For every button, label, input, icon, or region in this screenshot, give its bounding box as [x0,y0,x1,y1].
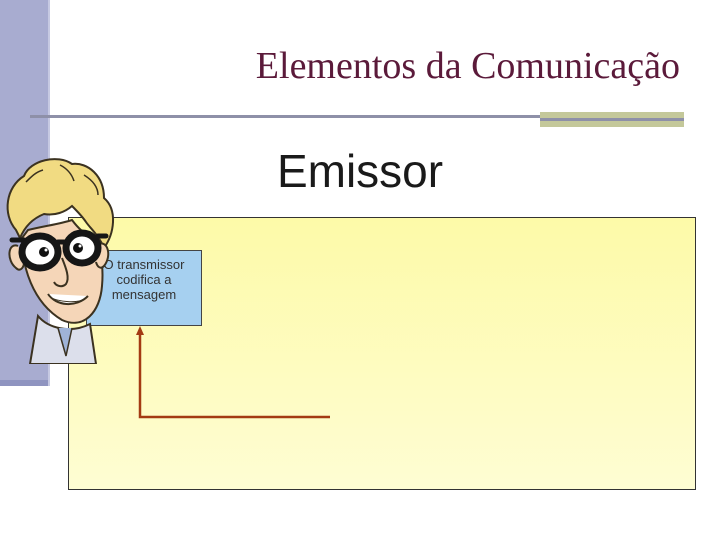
cartoon-man-icon [0,152,120,364]
title-rule-accent-line [540,118,684,121]
left-bar-shadow [0,380,48,386]
slide-title: Elementos da Comunicação [256,44,680,88]
